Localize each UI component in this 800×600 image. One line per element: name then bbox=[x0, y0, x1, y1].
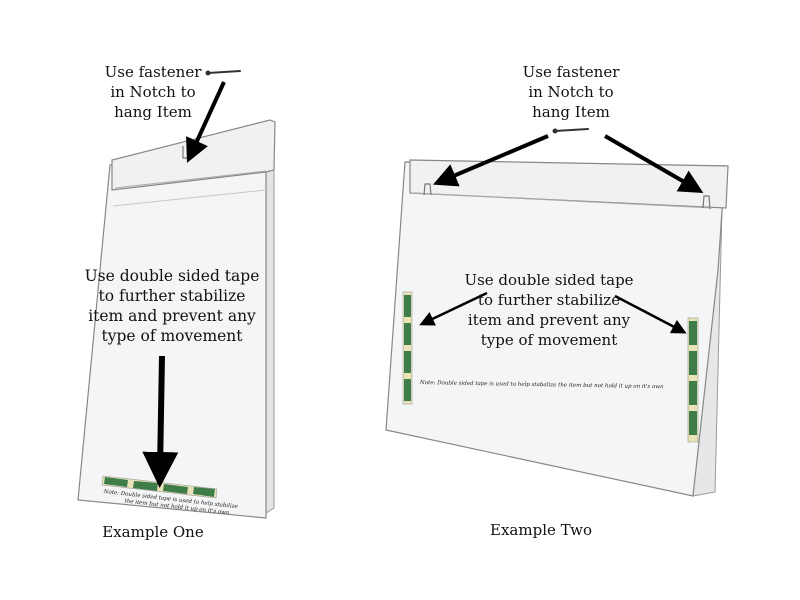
example-two-tape-right bbox=[687, 317, 699, 443]
example-two-notch-arrow-left bbox=[432, 134, 549, 187]
example-one-fastener bbox=[205, 70, 241, 76]
example-one-notch-arrow bbox=[186, 81, 226, 163]
example-one-fastener-label: Use fastener in Notch to hang Item bbox=[105, 62, 202, 122]
label-line: hang Item bbox=[532, 103, 610, 121]
example-two-notch-right bbox=[702, 195, 711, 210]
label-line: type of movement bbox=[480, 331, 618, 349]
label-line: hang Item bbox=[114, 103, 192, 121]
example-one-caption: Example One bbox=[102, 523, 204, 541]
example-two-tape-left bbox=[402, 291, 413, 405]
example-two-fastener-label: Use fastener in Notch to hang Item bbox=[523, 62, 620, 122]
example-one-tape-arrow bbox=[142, 355, 179, 488]
label-line: to further stabilize bbox=[98, 287, 246, 305]
label-line: to further stabilize bbox=[477, 291, 621, 309]
example-two-notch-left bbox=[423, 183, 432, 196]
label-line: Use double sided tape bbox=[464, 271, 634, 289]
label-line: in Notch to bbox=[528, 83, 614, 101]
example-one-tape-label: Use double sided tape to further stabili… bbox=[85, 266, 260, 346]
label-line: type of movement bbox=[101, 327, 243, 345]
label-line: Use fastener bbox=[522, 63, 620, 81]
label-line: item and prevent any bbox=[88, 307, 256, 325]
example-two-caption: Example Two bbox=[490, 521, 592, 539]
example-two-fastener bbox=[552, 128, 589, 134]
example-two-holder bbox=[385, 159, 729, 497]
example-two-notch-arrow-right bbox=[603, 134, 704, 194]
example-two-tape-arrow-right bbox=[614, 294, 687, 334]
example-two-tape-arrow-left bbox=[419, 291, 488, 326]
example-two-hanging-lip bbox=[409, 159, 729, 209]
label-line: Use double sided tape bbox=[84, 267, 260, 285]
label-line: item and prevent any bbox=[467, 311, 631, 329]
label-line: Use fastener bbox=[104, 63, 202, 81]
label-line: in Notch to bbox=[110, 83, 196, 101]
example-two-tape-label: Use double sided tape to further stabili… bbox=[464, 270, 633, 350]
